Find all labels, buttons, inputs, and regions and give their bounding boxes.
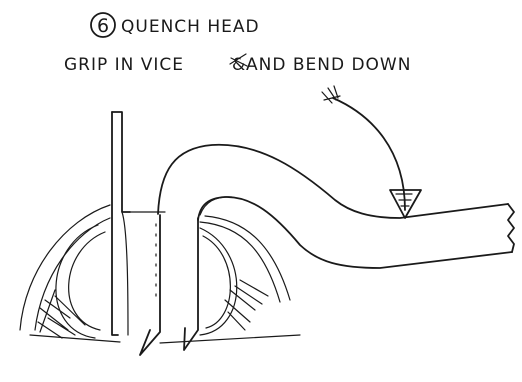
arrow-shaft	[333, 98, 405, 210]
bend-arrow	[322, 86, 421, 218]
caption-line-2-start: GRIP IN VICE	[64, 55, 184, 75]
vice-right-jaw	[160, 216, 300, 343]
caption: 6 QUENCH HEAD GRIP IN VICE & AND BEND DO…	[64, 13, 411, 75]
workpiece-head	[158, 145, 514, 268]
caption-line-1: QUENCH HEAD	[121, 17, 260, 37]
step-number: 6	[97, 15, 110, 37]
broken-end	[508, 204, 514, 252]
workpiece-shank	[112, 112, 198, 355]
caption-line-2-end: AND BEND DOWN	[246, 55, 411, 75]
vice-left-jaw	[20, 205, 120, 342]
